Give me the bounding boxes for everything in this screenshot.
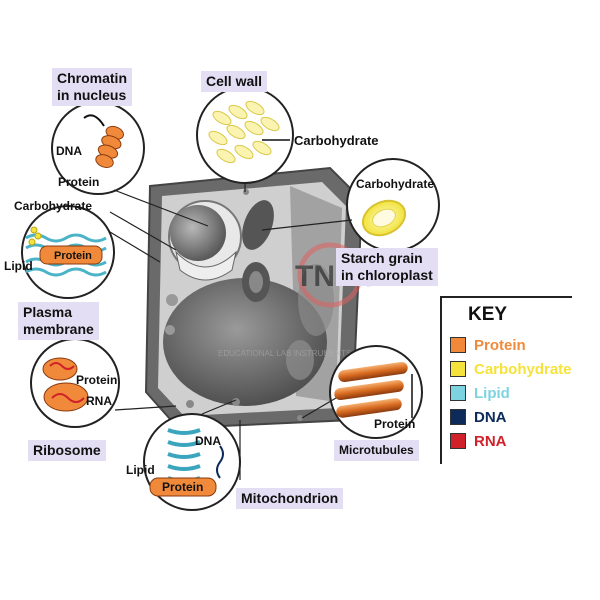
key-swatch [450,433,466,449]
ribosome-callout: Protein RNA [30,338,120,428]
vacuole [163,278,327,406]
key-label: Lipid [474,384,510,402]
key-item-carbohydrate: Carbohydrate [450,358,572,380]
membrane-callout: Protein Carbohydrate Lipid [4,199,115,299]
mitochondrion-label: Mitochondrion [236,488,344,509]
microtubules-callout: Protein [329,345,423,439]
mitochondrion-callout: Protein DNA Lipid [126,413,241,511]
key-item-rna: RNA [450,430,507,452]
ribosome-label: Ribosome [28,440,106,461]
key-swatch [450,337,466,353]
ribosome-protein-label: Protein [76,373,117,387]
mito-dna-label: DNA [195,434,221,448]
chromatin-callout: DNA Protein [51,101,145,195]
mito-lipid-label: Lipid [126,463,155,477]
nucleus [170,205,226,261]
color-key: KEY Protein Carbohydrate Lipid DNA RNA [440,296,572,464]
chromatin-dna-label: DNA [56,144,82,158]
key-label: DNA [474,408,507,426]
key-title: KEY [468,304,508,325]
membrane-carbohydrate-label: Carbohydrate [14,199,92,213]
starch-callout: Carbohydrate [346,158,440,252]
starch-carbohydrate-label: Carbohydrate [356,177,434,191]
wall-carbohydrate-label: Carbohydrate [294,133,379,148]
membrane-protein-label: Protein [54,250,92,262]
cell-wall-callout: Carbohydrate [196,86,379,184]
mito-protein-label: Protein [162,480,203,494]
key-swatch [450,361,466,377]
chromatin-protein-label: Protein [58,175,99,189]
key-label: Protein [474,336,526,354]
watermark-tagline: EDUCATIONAL LAB INSTRUMENTS [218,349,351,358]
chloroplast-upper [242,200,274,250]
key-swatch [450,385,466,401]
key-label: RNA [474,432,507,450]
ribosome-rna-label: RNA [86,394,112,408]
plant-cell [144,166,364,430]
key-item-dna: DNA [450,406,507,428]
membrane-lipid-label: Lipid [4,259,33,273]
key-item-lipid: Lipid [450,382,510,404]
key-swatch [450,409,466,425]
microtubule-protein-label: Protein [374,417,415,431]
microtubules-label: Microtubules [334,440,419,461]
key-label: Carbohydrate [474,360,572,378]
cell-wall-label: Cell wall [201,71,268,92]
key-item-protein: Protein [450,334,526,356]
